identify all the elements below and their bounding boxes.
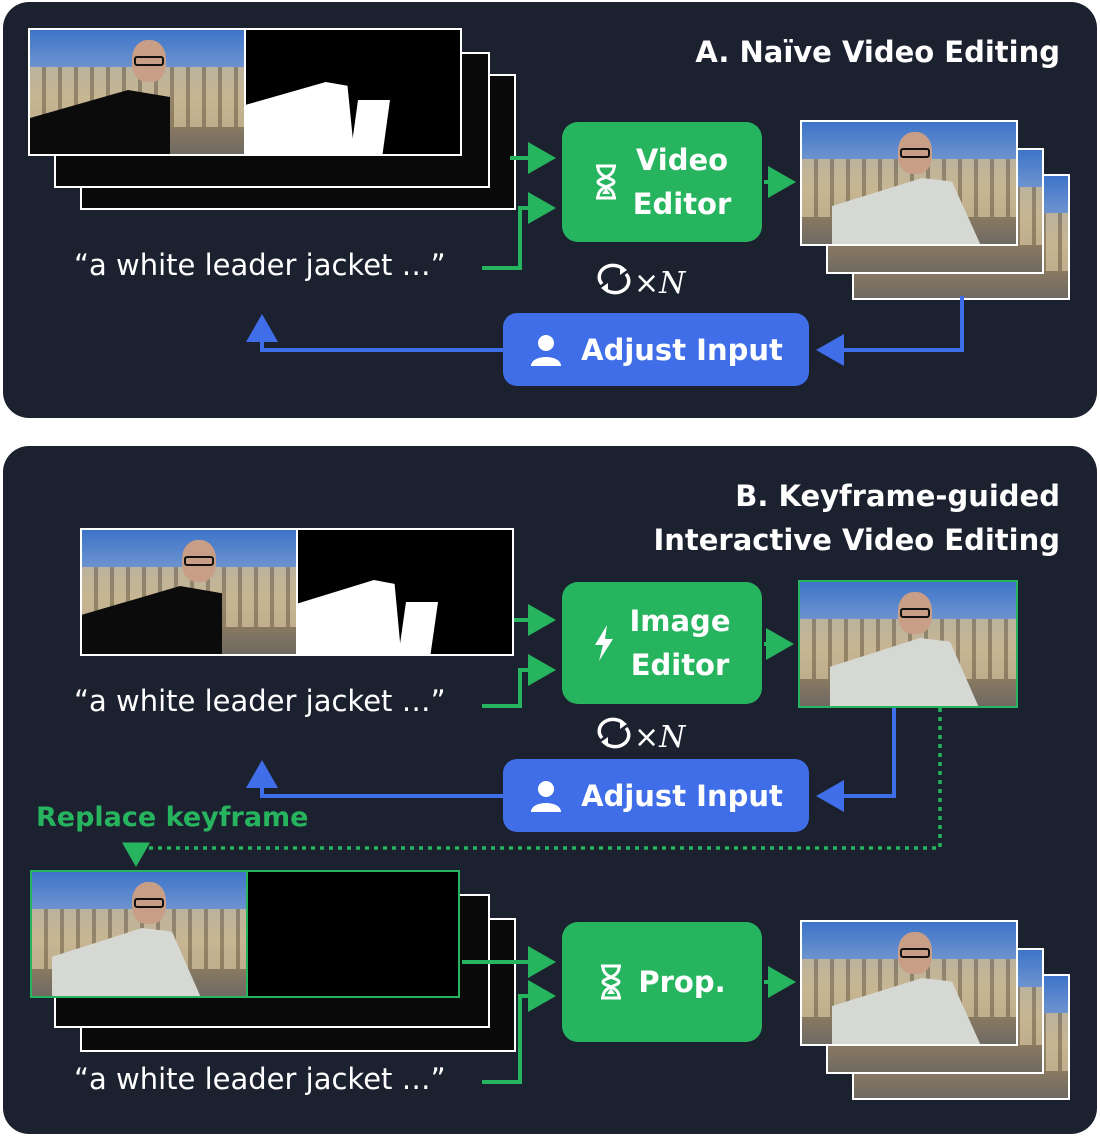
loop-var: N — [659, 719, 686, 755]
replaced-keyframe-image — [30, 870, 248, 998]
prompt-text-b-bottom: “a white leader jacket …” — [74, 1062, 446, 1096]
panel-a-title: A. Naïve Video Editing — [695, 35, 1060, 69]
loop-times: × — [634, 719, 660, 755]
cycle-icon — [594, 262, 634, 304]
arrow-replace-keyframe — [122, 708, 942, 867]
video-editor-label-line2: Editor — [632, 187, 732, 221]
video-editor-label-line1: Video — [635, 143, 729, 177]
arrow-output-to-adjust — [816, 296, 964, 366]
edited-keyframe-image — [798, 580, 1018, 708]
source-frame-image — [28, 28, 246, 156]
image-editor-box: Image Editor — [562, 582, 762, 704]
panel-b-title-line1: B. Keyframe-guided — [735, 479, 1060, 513]
adjust-input-label: Adjust Input — [581, 778, 783, 813]
arrow-adjust-to-input-b — [246, 760, 503, 798]
arrow-prompt-to-editor — [482, 192, 556, 270]
propagation-label: Prop. — [638, 965, 726, 999]
mask-frame-image — [244, 28, 462, 156]
lightning-icon — [593, 625, 615, 661]
person-icon — [529, 779, 563, 813]
adjust-input-label: Adjust Input — [581, 332, 783, 367]
output-frame-image — [800, 120, 1018, 246]
loop-var: N — [659, 265, 686, 301]
loop-times: × — [634, 265, 660, 301]
video-editor-box: Video Editor — [562, 122, 762, 242]
keyframe-mask-image — [296, 528, 514, 656]
image-editor-label-line1: Image — [629, 604, 731, 638]
replaced-mask-image — [246, 870, 460, 998]
loop-indicator-b: ×N — [594, 716, 685, 758]
hourglass-icon — [598, 964, 624, 1000]
arrow-keyframe-to-adjust — [816, 708, 896, 812]
final-output-frame-image — [800, 920, 1018, 1046]
loop-indicator-a: ×N — [594, 262, 685, 304]
hourglass-icon — [593, 164, 619, 200]
keyframe-source-image — [80, 528, 298, 656]
panel-b-title-line2: Interactive Video Editing — [653, 523, 1060, 557]
image-editor-label-line2: Editor — [630, 648, 730, 682]
replace-keyframe-label: Replace keyframe — [36, 802, 309, 833]
arrow-prompt-to-image-editor — [482, 654, 556, 708]
person-icon — [529, 333, 563, 367]
adjust-input-button-a[interactable]: Adjust Input — [503, 313, 809, 386]
arrow-adjust-to-input — [246, 314, 503, 352]
propagation-box: Prop. — [562, 922, 762, 1042]
cycle-icon — [594, 716, 634, 758]
prompt-text-b-top: “a white leader jacket …” — [74, 684, 446, 718]
panel-b-title: B. Keyframe-guided Interactive Video Edi… — [653, 474, 1060, 562]
prompt-text-a: “a white leader jacket …” — [74, 248, 446, 282]
adjust-input-button-b[interactable]: Adjust Input — [503, 759, 809, 832]
arrow-prompt-to-prop — [482, 980, 556, 1084]
